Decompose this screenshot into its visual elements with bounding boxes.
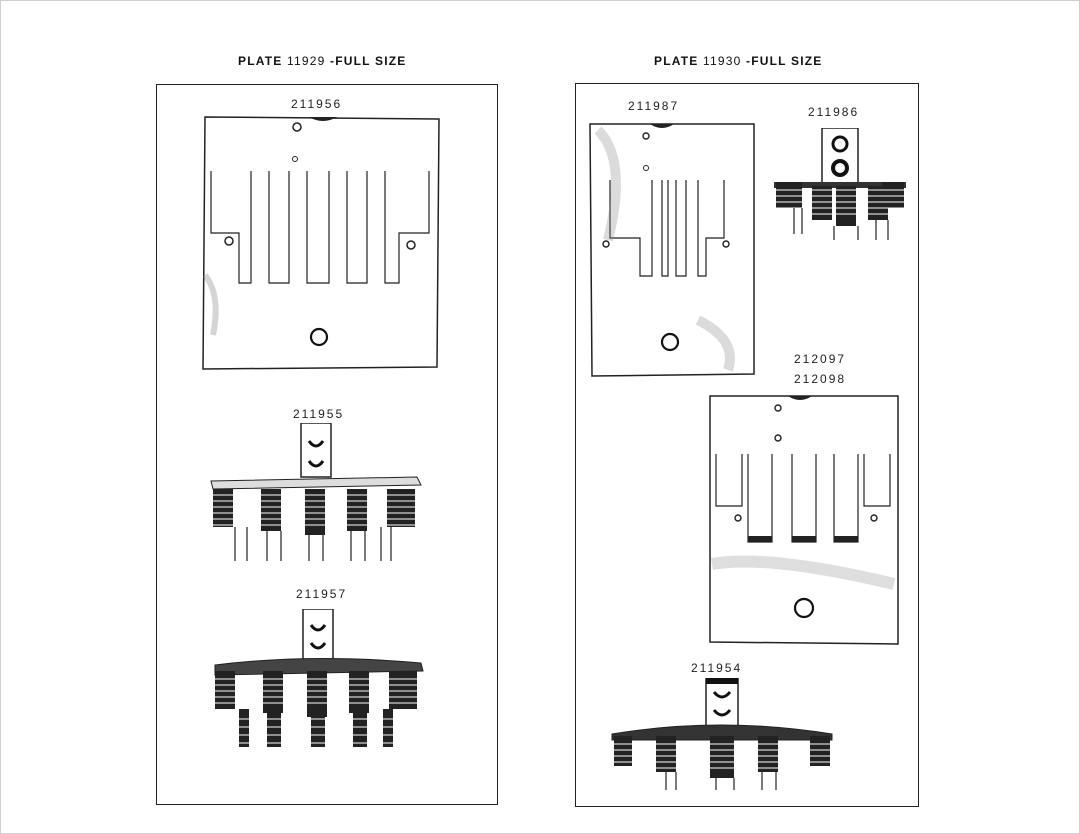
part-label: 211956 [291,97,343,111]
throat-plate-drawing [708,394,900,646]
plate-heading-right: PLATE 11930 -FULL SIZE [654,54,822,68]
plate-heading-left: PLATE 11929 -FULL SIZE [238,54,406,68]
plate-panel-left: 211956 211955 [156,84,498,805]
plate-number: 11930 [703,54,742,68]
plate-number: 11929 [287,54,326,68]
throat-plate-drawing [588,120,758,380]
part-label: 211986 [808,105,860,119]
feed-dog-drawing [772,128,908,242]
plate-suffix: -FULL SIZE [746,54,823,68]
part-label: 211987 [628,99,680,113]
plate-prefix: PLATE [654,54,699,68]
throat-plate-drawing [201,115,443,373]
feed-dog-drawing [211,609,425,749]
plate-panel-right: 211987 211986 [575,83,919,807]
feed-dog-drawing [209,423,425,561]
plate-prefix: PLATE [238,54,283,68]
part-label: 211957 [296,587,348,601]
feed-dog-drawing [610,678,834,792]
part-label: 212097 [794,352,847,366]
plate-suffix: -FULL SIZE [330,54,407,68]
part-label: 211954 [691,661,743,675]
part-label: 212098 [794,372,847,386]
part-label: 211955 [293,407,345,421]
